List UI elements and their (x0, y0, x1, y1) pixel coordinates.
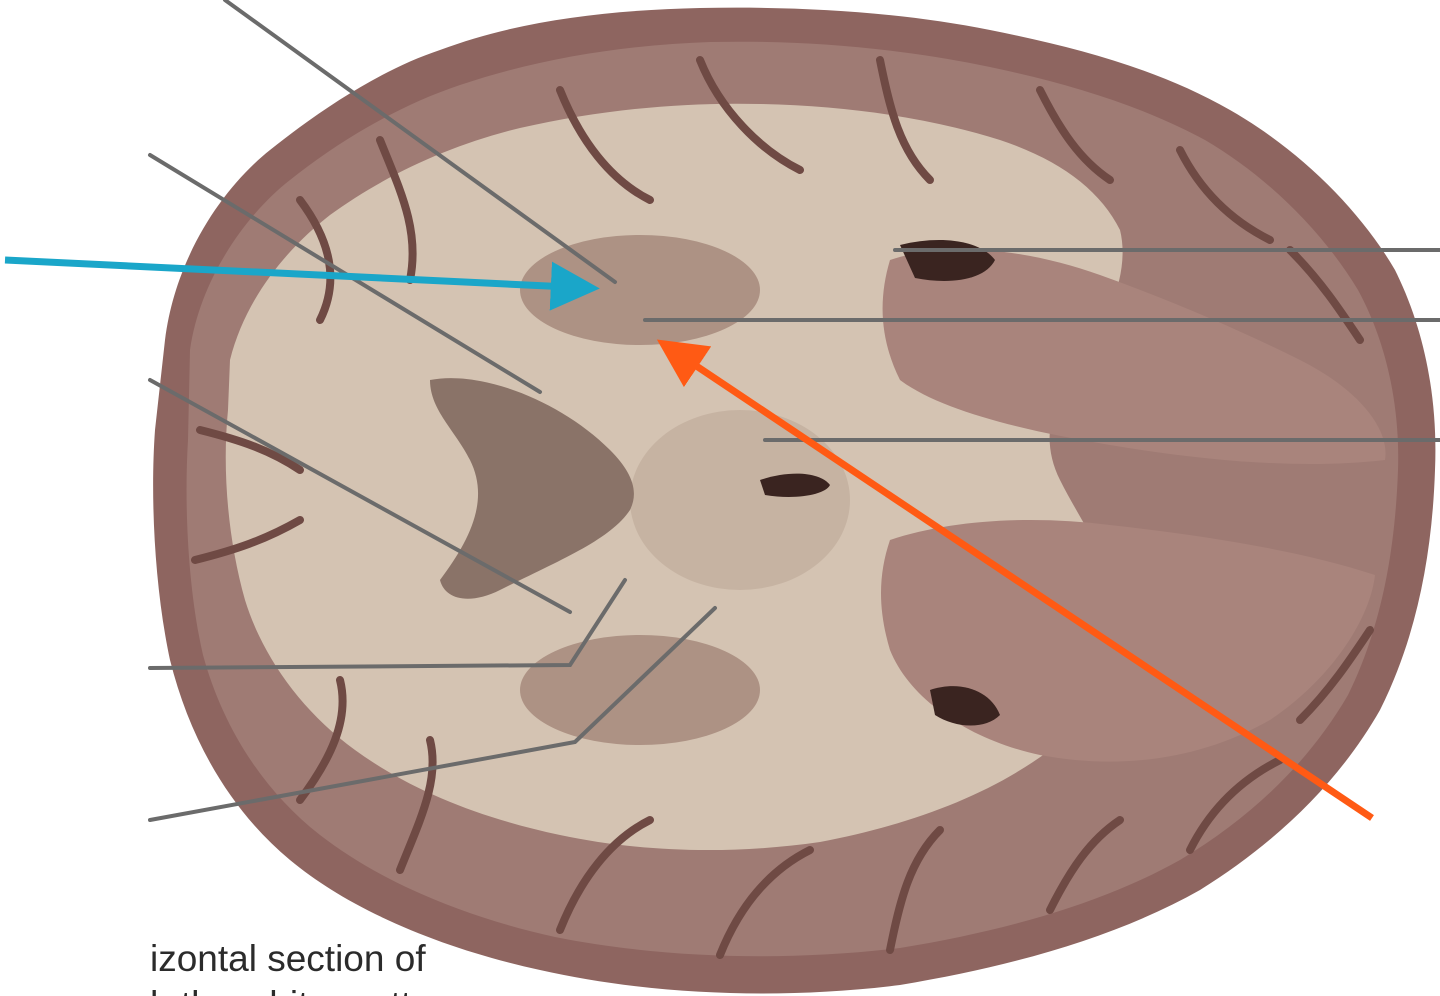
blue-arrow (4, 256, 600, 311)
lentiform-nucleus-upper (520, 235, 760, 345)
lateral-ventricle (430, 378, 634, 599)
third-ventricle (760, 473, 830, 497)
thalamus (630, 410, 850, 590)
leader-lines (148, 0, 1440, 822)
orange-arrow (656, 339, 1374, 821)
sulci (191, 56, 1374, 959)
caption-line-2: h the white matter (150, 984, 444, 996)
lentiform-nucleus-lower (520, 635, 760, 745)
occipital-cortex-upper (882, 249, 1386, 465)
caption-line-1: izontal section of (150, 938, 426, 979)
occipital-cortex-lower (881, 520, 1375, 762)
posterior-horn-lower (930, 686, 1000, 726)
